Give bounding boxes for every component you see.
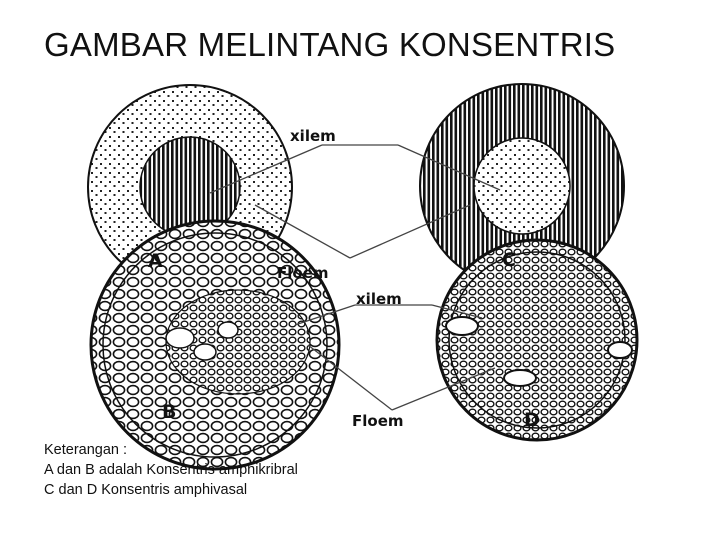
bundle-d	[435, 238, 639, 442]
floem-label-top: Floem	[277, 264, 329, 282]
bundle-c	[419, 83, 625, 289]
xilem-label-bottom: xilem	[356, 290, 402, 308]
caption-heading: Keterangan :	[44, 442, 128, 458]
caption-line-1: A dan B adalah Konsentris amphikribral	[44, 462, 298, 478]
label-b: B	[162, 401, 176, 423]
label-d: D	[524, 409, 540, 431]
caption-line-2: C dan D Konsentris amphivasal	[44, 482, 248, 498]
floem-label-bottom: Floem	[352, 412, 404, 430]
leader-lines-bottom	[294, 304, 496, 411]
label-c: C	[502, 249, 516, 271]
bundle-b	[89, 219, 341, 471]
xilem-label-top: xilem	[290, 127, 336, 145]
slide-title: GAMBAR MELINTANG KONSENTRIS	[44, 26, 616, 63]
caption: Keterangan : A dan B adalah Konsentris a…	[44, 440, 298, 500]
leader-lines-top	[209, 144, 501, 259]
label-a: A	[148, 250, 163, 272]
